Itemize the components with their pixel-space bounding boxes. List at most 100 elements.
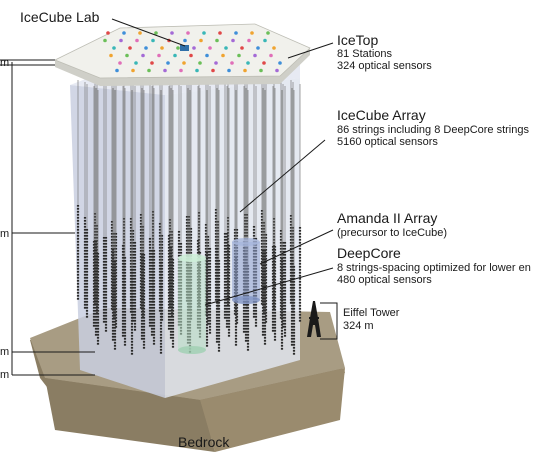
icetop-station-dot (237, 53, 241, 58)
deepcore-sensors: 480 optical sensors (337, 274, 432, 286)
amanda-title: Amanda II Array (337, 210, 437, 226)
icetop-station-dot (253, 53, 257, 58)
icetop-station-dot (221, 53, 225, 58)
icetop-station-dot (211, 68, 215, 73)
icetop-station-dot (115, 68, 119, 73)
icetop-station-dot (230, 61, 234, 65)
icetop-surface (54, 23, 311, 86)
icetop-title: IceTop (337, 32, 378, 48)
icetop-station-dot (246, 61, 250, 65)
icetop-station-dot (218, 31, 222, 35)
callout-lines (111, 18, 338, 340)
icetop-station-dot (227, 68, 231, 73)
eiffel-title: Eiffel Tower (343, 307, 400, 319)
icetop-station-dot (109, 53, 113, 58)
ground-front-left (45, 378, 215, 452)
icetop-station-dot (147, 68, 151, 73)
eiffel-height: 324 m (343, 320, 374, 332)
icetop-station-dot (122, 31, 126, 35)
icetop-station-dot (240, 46, 244, 50)
icetop-station-dot (144, 46, 148, 50)
icetop-station-dot (189, 53, 193, 58)
icetop-station-dot (141, 53, 145, 58)
icetop-station-dot (135, 38, 139, 43)
icetop-station-dot (247, 38, 251, 43)
icetop-station-dot (170, 31, 174, 35)
icetop-station-dot (205, 53, 209, 58)
icetop-station-dot (275, 68, 279, 73)
icetop-station-dot (199, 38, 203, 43)
bedrock-label: Bedrock (178, 434, 230, 450)
detector-strings (76, 80, 302, 355)
deepcore-strings: 8 strings-spacing optimized for lower en (337, 262, 531, 274)
icecube-lab-label: IceCube Lab (20, 9, 100, 25)
icetop-station-dot (269, 53, 273, 58)
icetop-station-dot (106, 31, 110, 35)
ground-front-right (200, 368, 345, 452)
icetop-stations: 81 Stations (337, 48, 393, 60)
icetop-leader (287, 42, 334, 59)
icetop-sensors: 324 optical sensors (337, 60, 432, 72)
icetop-station-dot (202, 31, 206, 35)
icetop-station-dot (176, 46, 180, 50)
depth-scale (0, 59, 95, 376)
depth-label-deep: m (0, 346, 9, 358)
icetop-station-dot (118, 61, 122, 65)
icetop-station-dot (163, 68, 167, 73)
icetop-station-dot (259, 68, 263, 73)
icetop-station-dot (231, 38, 235, 43)
eiffel-tower-icon (307, 301, 321, 337)
array-strings: 86 strings including 8 DeepCore strings (337, 124, 529, 136)
icetop-station-dot (250, 31, 254, 35)
icetop-station-dot (179, 68, 183, 73)
icetop-station-dot (103, 38, 107, 43)
icetop-station-dot (215, 38, 219, 43)
amanda-note: (precursor to IceCube) (337, 227, 447, 239)
icetop-station-dot (128, 46, 132, 50)
icetop-station-dot (266, 31, 270, 35)
icetop-station-dot (134, 61, 138, 65)
icetop-station-dot (208, 46, 212, 50)
icetop-station-dot (278, 61, 282, 65)
lab-leader (111, 18, 186, 47)
icetop-station-dot (192, 46, 196, 50)
array-sensors: 5160 optical sensors (337, 136, 438, 148)
icetop-station-dot (263, 38, 267, 43)
icetop-station-dot (195, 68, 199, 73)
icetop-station-dot (166, 61, 170, 65)
array-leader (239, 139, 326, 213)
icetop-station-dot (186, 31, 190, 35)
icetop-station-dot (157, 53, 161, 58)
icecube-lab-building (180, 45, 189, 51)
icetop-station-dot (154, 31, 158, 35)
icetop-station-dot (214, 61, 218, 65)
icetop-station-dot (131, 68, 135, 73)
icetop-station-dot (198, 61, 202, 65)
icetop-station-dot (262, 61, 266, 65)
icetop-station-dot (173, 53, 177, 58)
icetop-station-dot (112, 46, 116, 50)
icetop-station-dot (224, 46, 228, 50)
amanda-cylinder (232, 238, 260, 304)
icetop-station-dot (138, 31, 142, 35)
amanda-leader (259, 229, 334, 265)
icetop-station-dot (125, 53, 129, 58)
icetop-stations (103, 31, 282, 73)
icetop-station-dot (151, 38, 155, 43)
eiffel-bracket (320, 302, 338, 340)
deepcore-title: DeepCore (337, 245, 401, 261)
icetop-station-dot (256, 46, 260, 50)
icetop-station-dot (272, 46, 276, 50)
icetop-station-dot (182, 61, 186, 65)
deepcore-cylinder (178, 254, 206, 354)
icetop-station-dot (243, 68, 247, 73)
depth-label-surface: m (0, 57, 9, 69)
icetop-station-dot (119, 38, 123, 43)
icetop-station-dot (150, 61, 154, 65)
depth-label-mid: m (0, 228, 9, 240)
icetop-station-dot (234, 31, 238, 35)
icetop-station-dot (183, 38, 187, 43)
icetop-station-dot (160, 46, 164, 50)
deepcore-leader (204, 267, 334, 306)
